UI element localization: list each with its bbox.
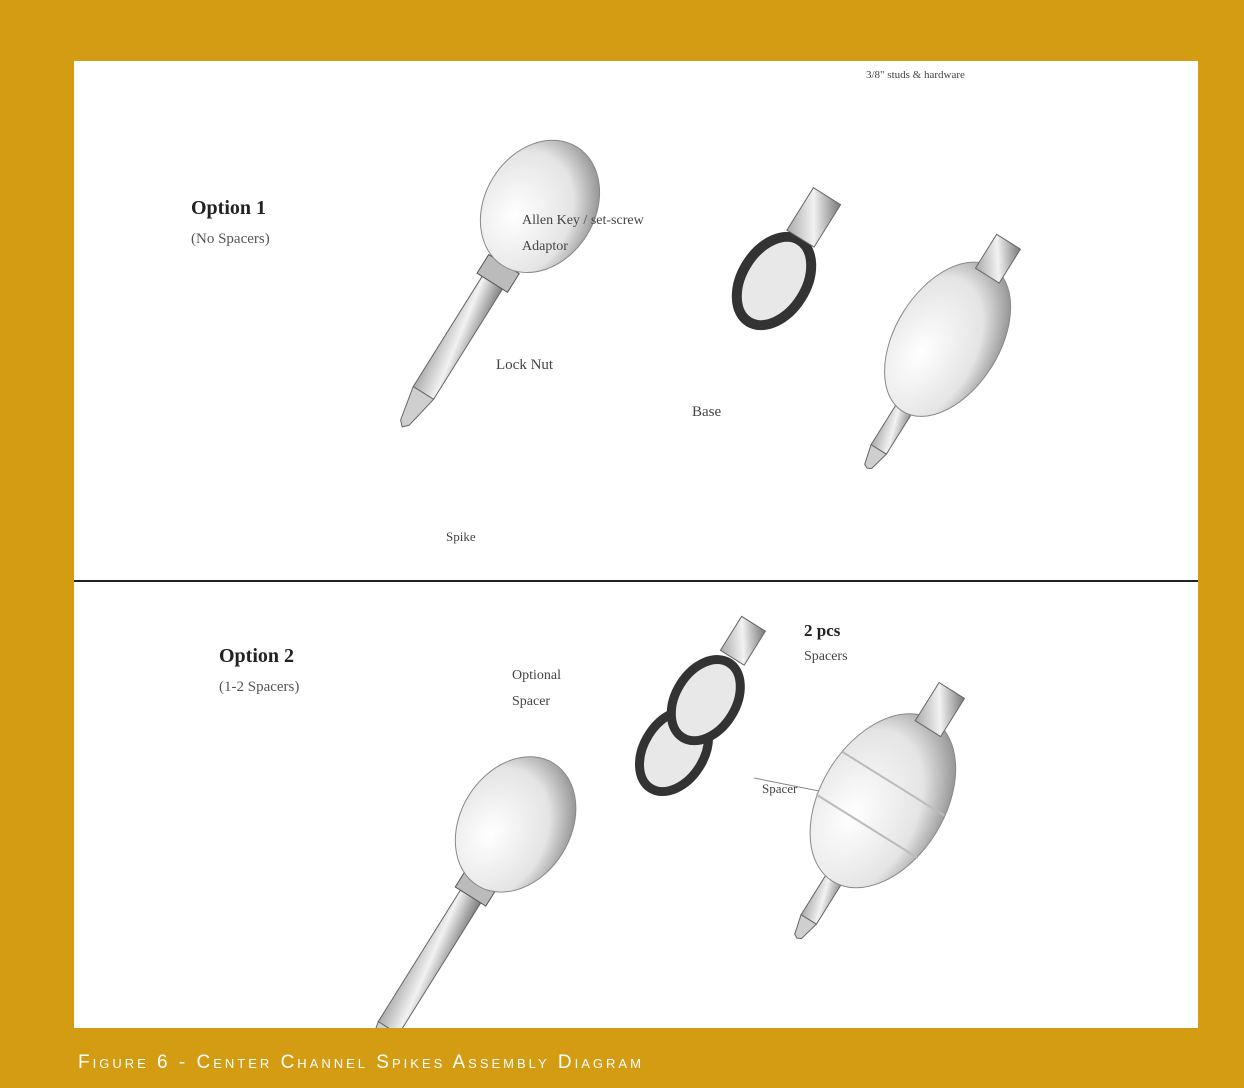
option2-label-spacer: Spacer <box>762 781 797 797</box>
option1-label-spike: Spike <box>446 529 476 545</box>
option2-exploded-spike <box>323 734 600 1028</box>
option1-assembled-spike <box>823 214 1053 496</box>
option2-label-spacers: Spacers <box>804 649 848 665</box>
option1-label-allen-key: Allen Key / set-screw <box>522 213 644 229</box>
option1-spacer-ring <box>721 179 854 338</box>
option1-subtitle: (No Spacers) <box>191 231 270 248</box>
option2-label-optional-spacer: Spacer <box>512 694 550 710</box>
option2-subtitle: (1-2 Spacers) <box>219 679 299 696</box>
option2-label-optional: Optional <box>512 668 561 684</box>
option1-label-lock-nut: Lock Nut <box>496 357 553 374</box>
option1-title: Option 1 <box>191 197 266 220</box>
option1-exploded-spike <box>356 118 624 456</box>
option2-assembled-spike <box>744 658 1004 971</box>
figure-caption: Figure 6 - Center Channel Spikes Assembl… <box>78 1052 644 1074</box>
diagram-panel: 3/8" studs & hardware Option 1 (No Space… <box>74 61 1198 1028</box>
option2-label-2pcs: 2 pcs <box>804 621 840 641</box>
option1-label-adaptor: Adaptor <box>522 239 568 255</box>
option1-label-base: Base <box>692 404 721 421</box>
option2-title: Option 2 <box>219 645 294 668</box>
section-divider <box>74 580 1198 582</box>
option2-spacer-rings <box>625 608 779 804</box>
corner-note: 3/8" studs & hardware <box>866 69 965 81</box>
